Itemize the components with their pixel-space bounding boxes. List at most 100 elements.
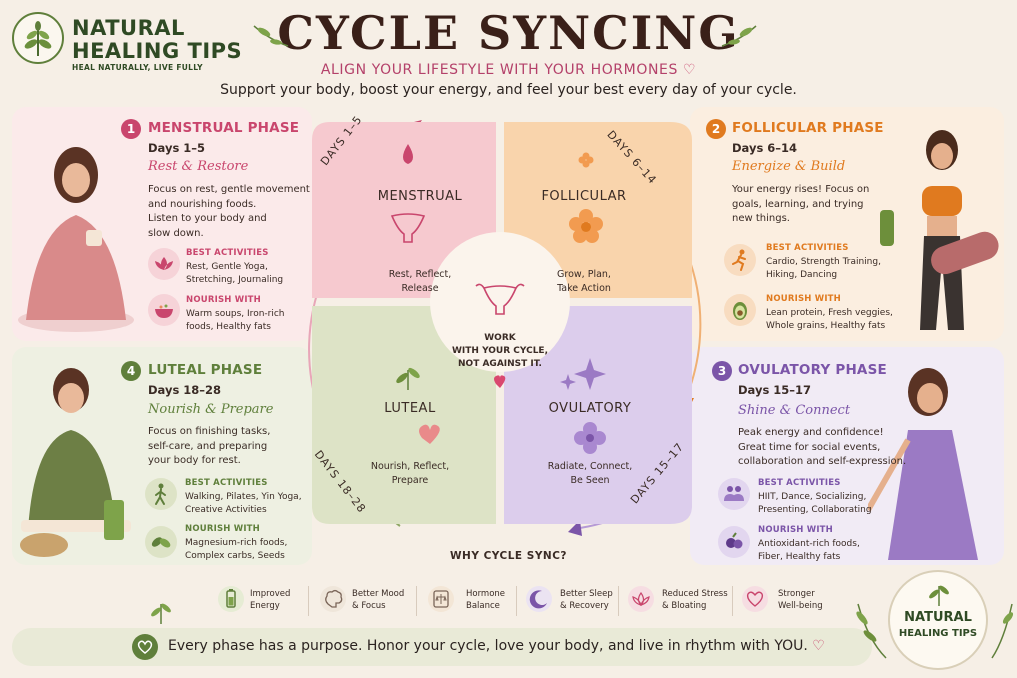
menstrual-nourish: Warm soups, Iron-rich foods, Healthy fat… — [186, 308, 285, 334]
center-line: NOT AGAINST IT. — [458, 359, 542, 369]
center-line: WORK — [484, 333, 516, 343]
divider — [416, 586, 417, 616]
benefit-label: Hormone Balance — [466, 588, 536, 612]
heart-outline-icon: ♡ — [683, 62, 697, 78]
uterus-icon — [475, 283, 525, 315]
subtitle-text: ALIGN YOUR LIFESTYLE WITH YOUR HORMONES — [320, 62, 678, 78]
benefit-line: Reduced Stress — [662, 589, 728, 599]
activities-line: Creative Activities — [185, 505, 267, 515]
uterus-icon — [390, 213, 426, 243]
activities-line: Rest, Gentle Yoga, — [186, 262, 268, 272]
leaf-branch-icon — [856, 603, 887, 659]
luteal-phase-title: LUTEAL PHASE — [148, 362, 263, 378]
center-line: WITH YOUR CYCLE, — [451, 346, 548, 356]
running-icon — [724, 244, 756, 276]
phase-number-badge: 3 — [712, 361, 732, 381]
wheel-luteal-desc: Nourish, Reflect, Prepare — [340, 460, 480, 488]
page-tagline: Support your body, boost your energy, an… — [220, 82, 797, 98]
desc-line: and nourishing foods. — [148, 198, 257, 210]
dancing-woman-illustration — [868, 368, 978, 560]
leaves-icon — [145, 526, 177, 558]
desc-line: Listen to your body and — [148, 213, 267, 224]
page-subtitle: ALIGN YOUR LIFESTYLE WITH YOUR HORMONES … — [0, 62, 1017, 78]
heart-outline-icon: ♡ — [812, 638, 825, 654]
follicular-activities-heading: BEST ACTIVITIES — [766, 243, 849, 253]
seal-text-line1: NATURAL — [904, 610, 972, 625]
fitness-woman-illustration — [880, 130, 999, 330]
nourish-line: Complex carbs, Seeds — [185, 551, 285, 561]
lotus-icon — [628, 586, 654, 612]
follicular-days: Days 6–14 — [732, 141, 798, 155]
battery-icon — [218, 586, 244, 612]
wheel-follicular-desc: Grow, Plan, Take Action — [514, 268, 654, 296]
desc-line: your body for rest. — [148, 455, 241, 466]
desc-line: collaboration and self-expression. — [738, 456, 907, 467]
leaf-sprig-icon — [24, 21, 52, 56]
menstrual-description: Focus on rest, gentle movement and nouri… — [148, 183, 310, 241]
desc-line: Focus on finishing tasks, — [148, 426, 271, 437]
activities-line: HIIT, Dance, Socializing, — [758, 492, 867, 502]
benefit-line: Better Mood — [352, 589, 405, 599]
follicular-nourish: Lean protein, Fresh veggies, Whole grain… — [766, 307, 893, 333]
menstrual-nourish-heading: NOURISH WITH — [186, 295, 261, 305]
luteal-activities: Walking, Pilates, Yin Yoga, Creative Act… — [185, 491, 302, 517]
desc-line: goals, learning, and trying — [732, 198, 864, 210]
footer-text: Every phase has a purpose. Honor your cy… — [168, 638, 808, 654]
walking-icon — [145, 478, 177, 510]
center-heart-icon — [494, 375, 506, 388]
heart-icon — [419, 424, 440, 444]
wheel-desc-line: Release — [401, 283, 439, 294]
leaf-left-icon — [253, 25, 289, 47]
ovulatory-activities-heading: BEST ACTIVITIES — [758, 478, 841, 488]
people-icon — [718, 478, 750, 510]
leaf-branch-icon — [991, 603, 1014, 659]
footer-message: Every phase has a purpose. Honor your cy… — [168, 638, 825, 654]
phase-number-badge: 4 — [121, 361, 141, 381]
divider — [618, 586, 619, 616]
benefit-line: Improved — [250, 589, 291, 599]
wheel-menstrual-desc: Rest, Reflect, Release — [350, 268, 490, 296]
brand-tagline: HEAL NATURALLY, LIVE FULLY — [72, 63, 203, 72]
wheel-desc-line: Take Action — [557, 283, 611, 294]
ovulatory-motto: Shine & Connect — [738, 403, 851, 418]
cycle-wheel — [308, 120, 702, 536]
follicular-phase-title: FOLLICULAR PHASE — [732, 120, 884, 136]
benefit-line: Better Sleep — [560, 589, 613, 599]
brand-name-line2: HEALING TIPS — [72, 39, 243, 63]
benefit-line: Balance — [466, 601, 500, 611]
wheel-desc-line: Be Seen — [570, 475, 610, 486]
benefit-line: Stronger — [778, 589, 815, 599]
follicular-motto: Energize & Build — [732, 159, 846, 174]
wheel-ovulatory-desc: Radiate, Connect, Be Seen — [520, 460, 660, 488]
page-title: CYCLE SYNCING — [277, 6, 740, 60]
sprout-icon — [929, 585, 949, 606]
luteal-days: Days 18–28 — [148, 383, 222, 397]
ovulatory-nourish-heading: NOURISH WITH — [758, 525, 833, 535]
menstrual-days: Days 1–5 — [148, 141, 206, 155]
benefit-line: Energy — [250, 601, 280, 611]
nourish-line: Antioxidant-rich foods, — [758, 539, 860, 549]
ovulatory-days: Days 15–17 — [738, 383, 812, 397]
wheel-desc-line: Nourish, Reflect, — [370, 461, 450, 472]
brain-icon — [320, 586, 346, 612]
luteal-nourish-heading: NOURISH WITH — [185, 524, 260, 534]
follicular-activities: Cardio, Strength Training, Hiking, Danci… — [766, 256, 881, 282]
small-flower-icon — [578, 152, 594, 168]
benefit-label: Improved Energy — [250, 588, 320, 612]
wheel-desc-line: Grow, Plan, — [557, 269, 611, 280]
activities-line: Cardio, Strength Training, — [766, 257, 881, 267]
leaf-right-icon — [721, 25, 757, 47]
desc-line: slow down. — [148, 227, 204, 239]
follicular-nourish-heading: NOURISH WITH — [766, 294, 841, 304]
luteal-nourish: Magnesium-rich foods, Complex carbs, See… — [185, 537, 287, 563]
benefit-line: Well-being — [778, 601, 823, 611]
nourish-line: Warm soups, Iron-rich — [186, 309, 285, 319]
luteal-activities-heading: BEST ACTIVITIES — [185, 478, 268, 488]
heart-icon — [742, 586, 768, 612]
activities-line: Stretching, Journaling — [186, 275, 284, 285]
brand-name-line1: NATURAL — [72, 16, 185, 40]
activities-line: Presenting, Collaborating — [758, 505, 872, 515]
phase-number-badge: 1 — [121, 119, 141, 139]
desc-line: self-care, and preparing — [148, 440, 268, 452]
why-cycle-sync-title: WHY CYCLE SYNC? — [449, 550, 568, 562]
